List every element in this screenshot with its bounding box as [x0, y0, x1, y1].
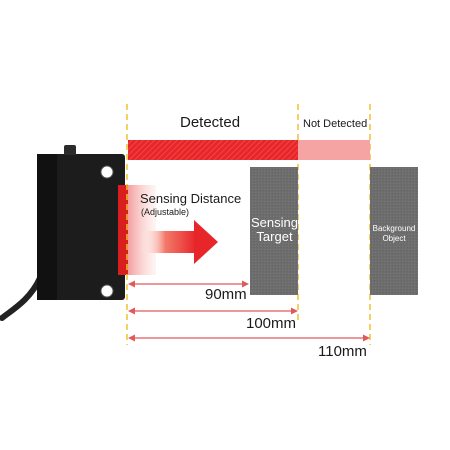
dimension-100mm-label: 100mm	[246, 315, 297, 332]
sensing-target-block	[250, 167, 298, 295]
background-object-label: Background Object	[370, 224, 418, 244]
dimension-100mm-line	[128, 307, 298, 315]
sensing-distance-title: Sensing Distance	[140, 191, 242, 206]
sensor-cable	[0, 275, 43, 321]
not-detected-zone-label: Not Detected	[303, 118, 368, 130]
dimension-110mm-line	[128, 334, 370, 342]
dimension-90mm-label: 90mm	[205, 286, 247, 303]
light-beam	[128, 185, 156, 275]
detected-zone-label: Detected	[180, 114, 241, 131]
background-object-block	[370, 167, 418, 295]
sensor-lens	[118, 185, 128, 275]
background-object-label-line1: Background	[372, 224, 416, 233]
sensor-body	[37, 145, 125, 300]
sensing-target-label-line2: Target	[256, 229, 293, 244]
dimension-110mm-label: 110mm	[318, 343, 367, 360]
background-object-label-line2: Object	[382, 234, 406, 243]
dimension-90mm-line	[128, 280, 249, 288]
sensing-target-label-line1: Sensing	[251, 215, 298, 230]
sensing-target-label: Sensing Target	[251, 216, 298, 244]
sensing-distance-subtitle: (Adjustable)	[141, 207, 190, 217]
detected-zone-bar	[128, 140, 298, 160]
direction-arrow	[140, 220, 218, 264]
not-detected-zone-bar	[298, 140, 370, 160]
